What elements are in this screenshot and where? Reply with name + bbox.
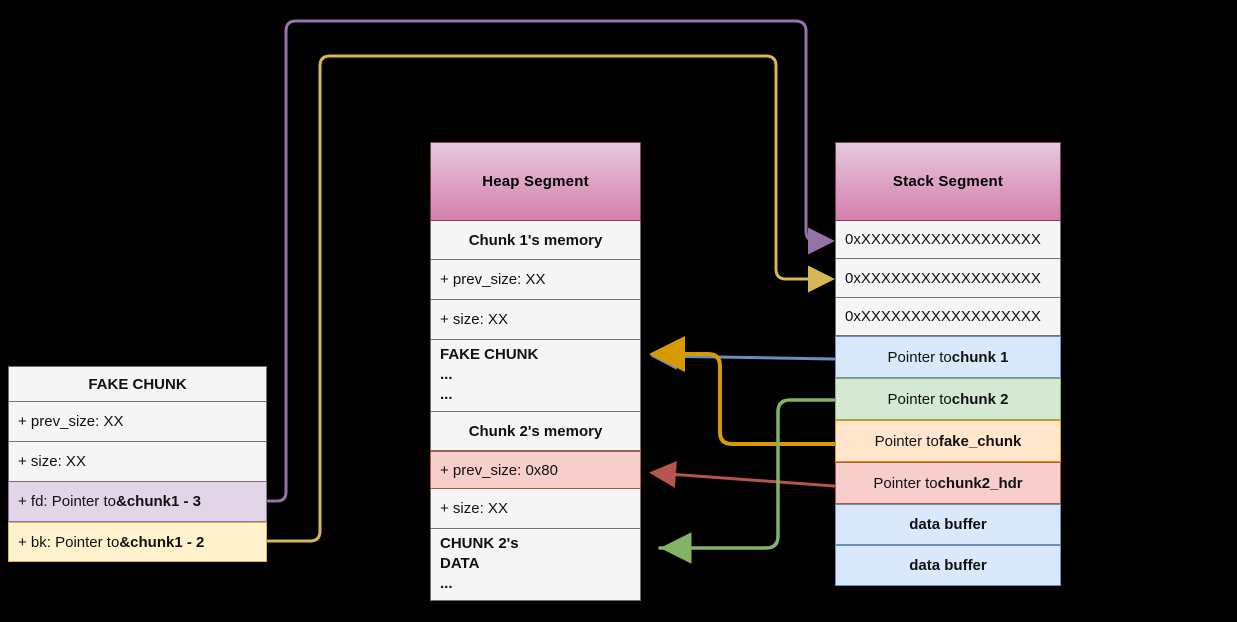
wire-chunk2ptr-to-chunk2data: [658, 398, 836, 564]
heap-segment-box: Heap Segment Chunk 1's memory + prev_siz…: [430, 142, 641, 601]
stack-row-data-buffer-1: data buffer: [835, 504, 1061, 545]
heap-row-chunk2-data-line1: CHUNK 2's: [440, 535, 519, 552]
stack-row-pointer-to-chunk2-prefix: Pointer to: [887, 390, 952, 408]
fake-chunk-box: FAKE CHUNK + prev_size: XX + size: XX + …: [8, 366, 267, 562]
stack-row-pointer-to-chunk2-target: chunk 2: [951, 390, 1009, 408]
stack-row-pointer-to-chunk1: Pointer to chunk 1: [835, 336, 1061, 378]
stack-row-addr-1: 0xXXXXXXXXXXXXXXXXXX: [835, 221, 1061, 259]
stack-row-addr-2: 0xXXXXXXXXXXXXXXXXXX: [835, 259, 1061, 298]
wire-chunk1ptr-to-fakechunk: [650, 342, 836, 370]
stack-row-pointer-to-fake-chunk-target: fake_chunk: [938, 432, 1022, 450]
stack-row-addr-3: 0xXXXXXXXXXXXXXXXXXX: [835, 298, 1061, 336]
fake-chunk-row-bk-target: &chunk1 - 2: [119, 533, 205, 551]
heap-row-chunk2-memory: Chunk 2's memory: [430, 412, 641, 451]
stack-row-pointer-to-chunk2: Pointer to chunk 2: [835, 378, 1061, 420]
stack-segment-box: Stack Segment 0xXXXXXXXXXXXXXXXXXX 0xXXX…: [835, 142, 1061, 586]
stack-row-data-buffer-2: data buffer: [835, 545, 1061, 586]
heap-row-chunk2-prev-size: + prev_size: 0x80: [430, 451, 641, 489]
fake-chunk-row-fd-prefix: + fd: Pointer to: [18, 493, 116, 510]
fake-chunk-row-bk-prefix: + bk: Pointer to: [18, 533, 120, 551]
heap-row-chunk2-data: CHUNK 2's DATA ...: [430, 529, 641, 601]
stack-row-pointer-to-chunk1-target: chunk 1: [951, 348, 1009, 366]
fake-chunk-title: FAKE CHUNK: [8, 366, 267, 402]
heap-row-fake-chunk-line1: FAKE CHUNK: [440, 346, 539, 363]
fake-chunk-row-fd: + fd: Pointer to &chunk1 - 3: [8, 482, 267, 522]
stack-row-pointer-to-chunk2-hdr-target: chunk2_hdr: [937, 474, 1023, 492]
heap-row-chunk1-memory: Chunk 1's memory: [430, 221, 641, 260]
fake-chunk-row-size: + size: XX: [8, 442, 267, 482]
heap-row-chunk1-prev-size: + prev_size: XX: [430, 260, 641, 300]
heap-row-chunk2-data-line2: DATA: [440, 555, 480, 572]
fake-chunk-row-prev-size: + prev_size: XX: [8, 402, 267, 442]
wire-chunk2hdrptr-to-prevsize: [649, 461, 836, 488]
stack-row-pointer-to-chunk2-hdr-prefix: Pointer to: [873, 474, 938, 492]
heap-segment-title: Heap Segment: [430, 142, 641, 221]
heap-row-fake-chunk: FAKE CHUNK ... ...: [430, 340, 641, 412]
wire-fakechunkptr-to-fakechunk: [649, 336, 836, 446]
fake-chunk-row-bk: + bk: Pointer to &chunk1 - 2: [8, 522, 267, 562]
stack-row-pointer-to-fake-chunk-prefix: Pointer to: [874, 432, 939, 450]
heap-row-chunk2-size: + size: XX: [430, 489, 641, 529]
heap-row-chunk2-data-line3: ...: [440, 575, 453, 592]
stack-row-pointer-to-chunk1-prefix: Pointer to: [887, 348, 952, 366]
stack-row-pointer-to-chunk2-hdr: Pointer to chunk2_hdr: [835, 462, 1061, 504]
fake-chunk-row-fd-target: &chunk1 - 3: [115, 493, 202, 510]
stack-row-pointer-to-fake-chunk: Pointer to fake_chunk: [835, 420, 1061, 462]
heap-row-fake-chunk-line2: ...: [440, 366, 453, 383]
stack-segment-title: Stack Segment: [835, 142, 1061, 221]
heap-row-chunk1-size: + size: XX: [430, 300, 641, 340]
heap-row-fake-chunk-line3: ...: [440, 386, 453, 403]
